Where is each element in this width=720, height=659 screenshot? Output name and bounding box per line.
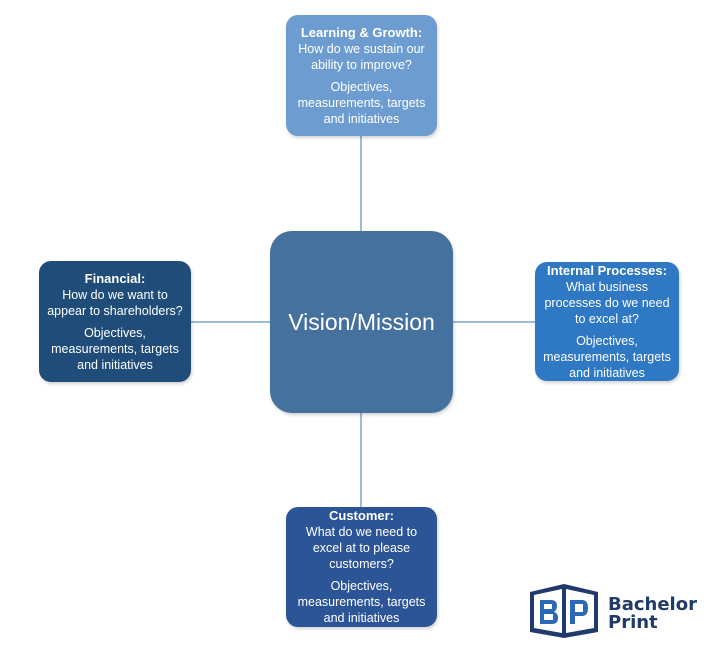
learning-growth-question: How do we sustain our ability to improve…: [298, 41, 425, 72]
learning-growth-box: Learning & Growth: How do we sustain our…: [286, 15, 437, 136]
logo-wordmark: Bachelor Print: [608, 596, 697, 632]
internal-processes-details: Objectives, measurements, targets and in…: [543, 333, 671, 380]
internal-processes-box: Internal Processes: What business proces…: [535, 262, 679, 381]
logo-text-bachelor: Bachelor: [608, 594, 697, 615]
financial-box: Financial: How do we want to appear to s…: [39, 261, 191, 382]
financial-title: Financial:: [84, 270, 146, 286]
financial-details: Objectives, measurements, targets and in…: [51, 325, 179, 372]
vision-mission-label: Vision/Mission: [288, 309, 435, 335]
learning-growth-details: Objectives, measurements, targets and in…: [297, 79, 426, 126]
customer-title: Customer:: [328, 508, 394, 523]
customer-box: Customer: What do we need to excel at to…: [286, 507, 437, 627]
internal-processes-title: Internal Processes:: [547, 262, 667, 278]
bachelor-print-logo: Bachelor Print: [528, 580, 718, 640]
customer-details: Objectives, measurements, targets and in…: [297, 579, 426, 625]
book-logo-icon: [530, 584, 598, 638]
financial-question: How do we want to appear to shareholders…: [47, 287, 183, 318]
learning-growth-title: Learning & Growth:: [300, 24, 423, 40]
internal-processes-question: What business processes do we need to ex…: [544, 279, 670, 326]
logo-text-print: Print: [608, 612, 658, 633]
customer-question: What do we need to excel at to please cu…: [305, 525, 418, 571]
vision-mission-box: Vision/Mission: [270, 231, 453, 413]
